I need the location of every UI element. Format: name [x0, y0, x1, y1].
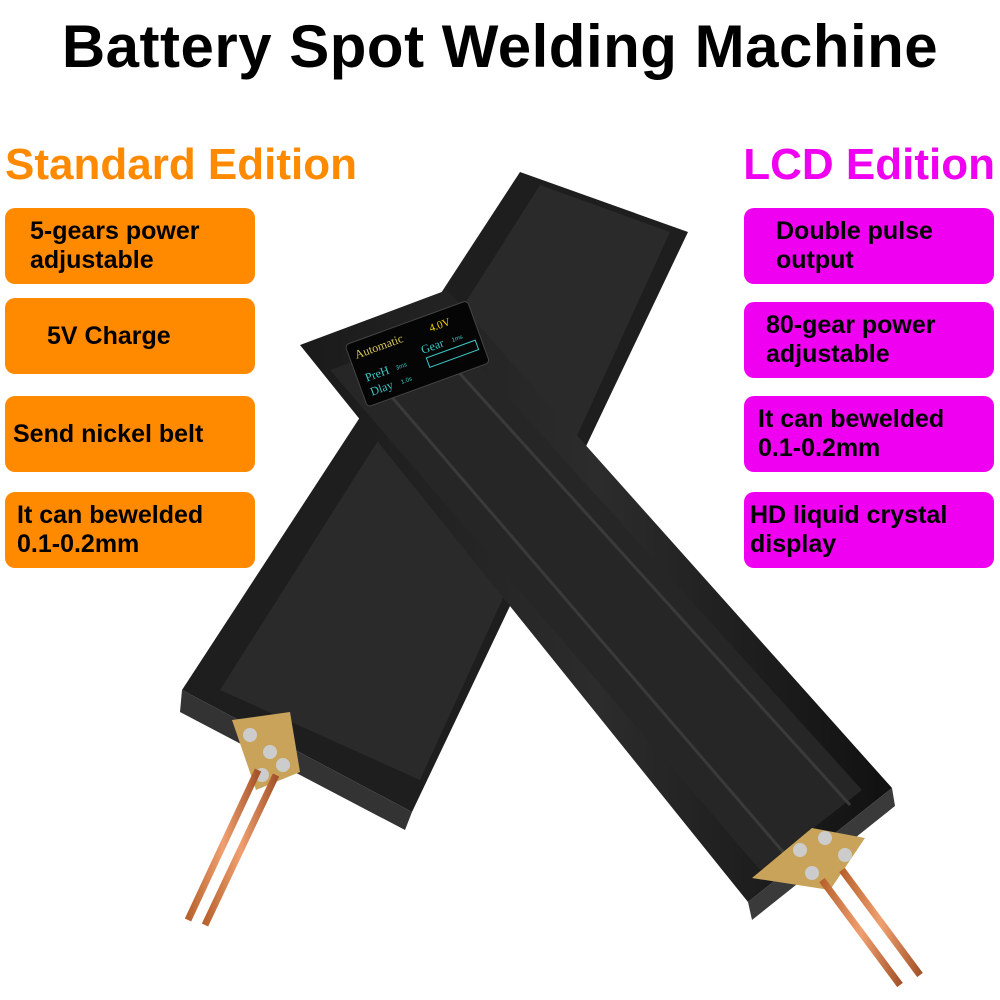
- feature-badge: HD liquid crystal display: [744, 492, 994, 568]
- feature-badge: 80-gear power adjustable: [744, 302, 994, 378]
- screen-pre-unit: 3ms: [395, 362, 408, 372]
- lcd-edition-heading: LCD Edition: [743, 140, 995, 189]
- electrode-clamp: [752, 828, 865, 890]
- feature-badge: 5V Charge: [5, 298, 255, 374]
- feature-line: It can bewelded: [758, 405, 945, 433]
- feature-badge: Send nickel belt: [5, 396, 255, 472]
- screen-delay-unit: 1.0s: [400, 376, 413, 386]
- feature-line: It can bewelded: [17, 501, 204, 529]
- standard-edition-heading: Standard Edition: [5, 140, 357, 189]
- feature-line: Double pulse: [776, 217, 933, 245]
- feature-badge: It can bewelded 0.1-0.2mm: [744, 396, 994, 472]
- feature-line: 5-gears power: [30, 217, 200, 245]
- feature-line: HD liquid crystal: [750, 501, 948, 529]
- feature-line: Send nickel belt: [13, 419, 204, 448]
- feature-line: 0.1-0.2mm: [758, 434, 881, 462]
- feature-line: adjustable: [30, 246, 154, 274]
- feature-line: output: [776, 246, 854, 274]
- feature-badge: Double pulse output: [744, 208, 994, 284]
- feature-line: 5V Charge: [47, 321, 171, 350]
- feature-badge: 5-gears power adjustable: [5, 208, 255, 284]
- lcd-welder: Automatic 4.0V Gear 1ms PreH 3ms Dlay 1.…: [300, 290, 923, 988]
- screen-gear-unit: 1ms: [451, 334, 464, 344]
- feature-badge: It can bewelded 0.1-0.2mm: [5, 492, 255, 568]
- feature-line: display: [750, 530, 837, 558]
- page-title: Battery Spot Welding Machine: [61, 13, 939, 80]
- feature-line: 80-gear power: [766, 311, 936, 339]
- feature-line: 0.1-0.2mm: [17, 530, 140, 558]
- feature-line: adjustable: [766, 340, 890, 368]
